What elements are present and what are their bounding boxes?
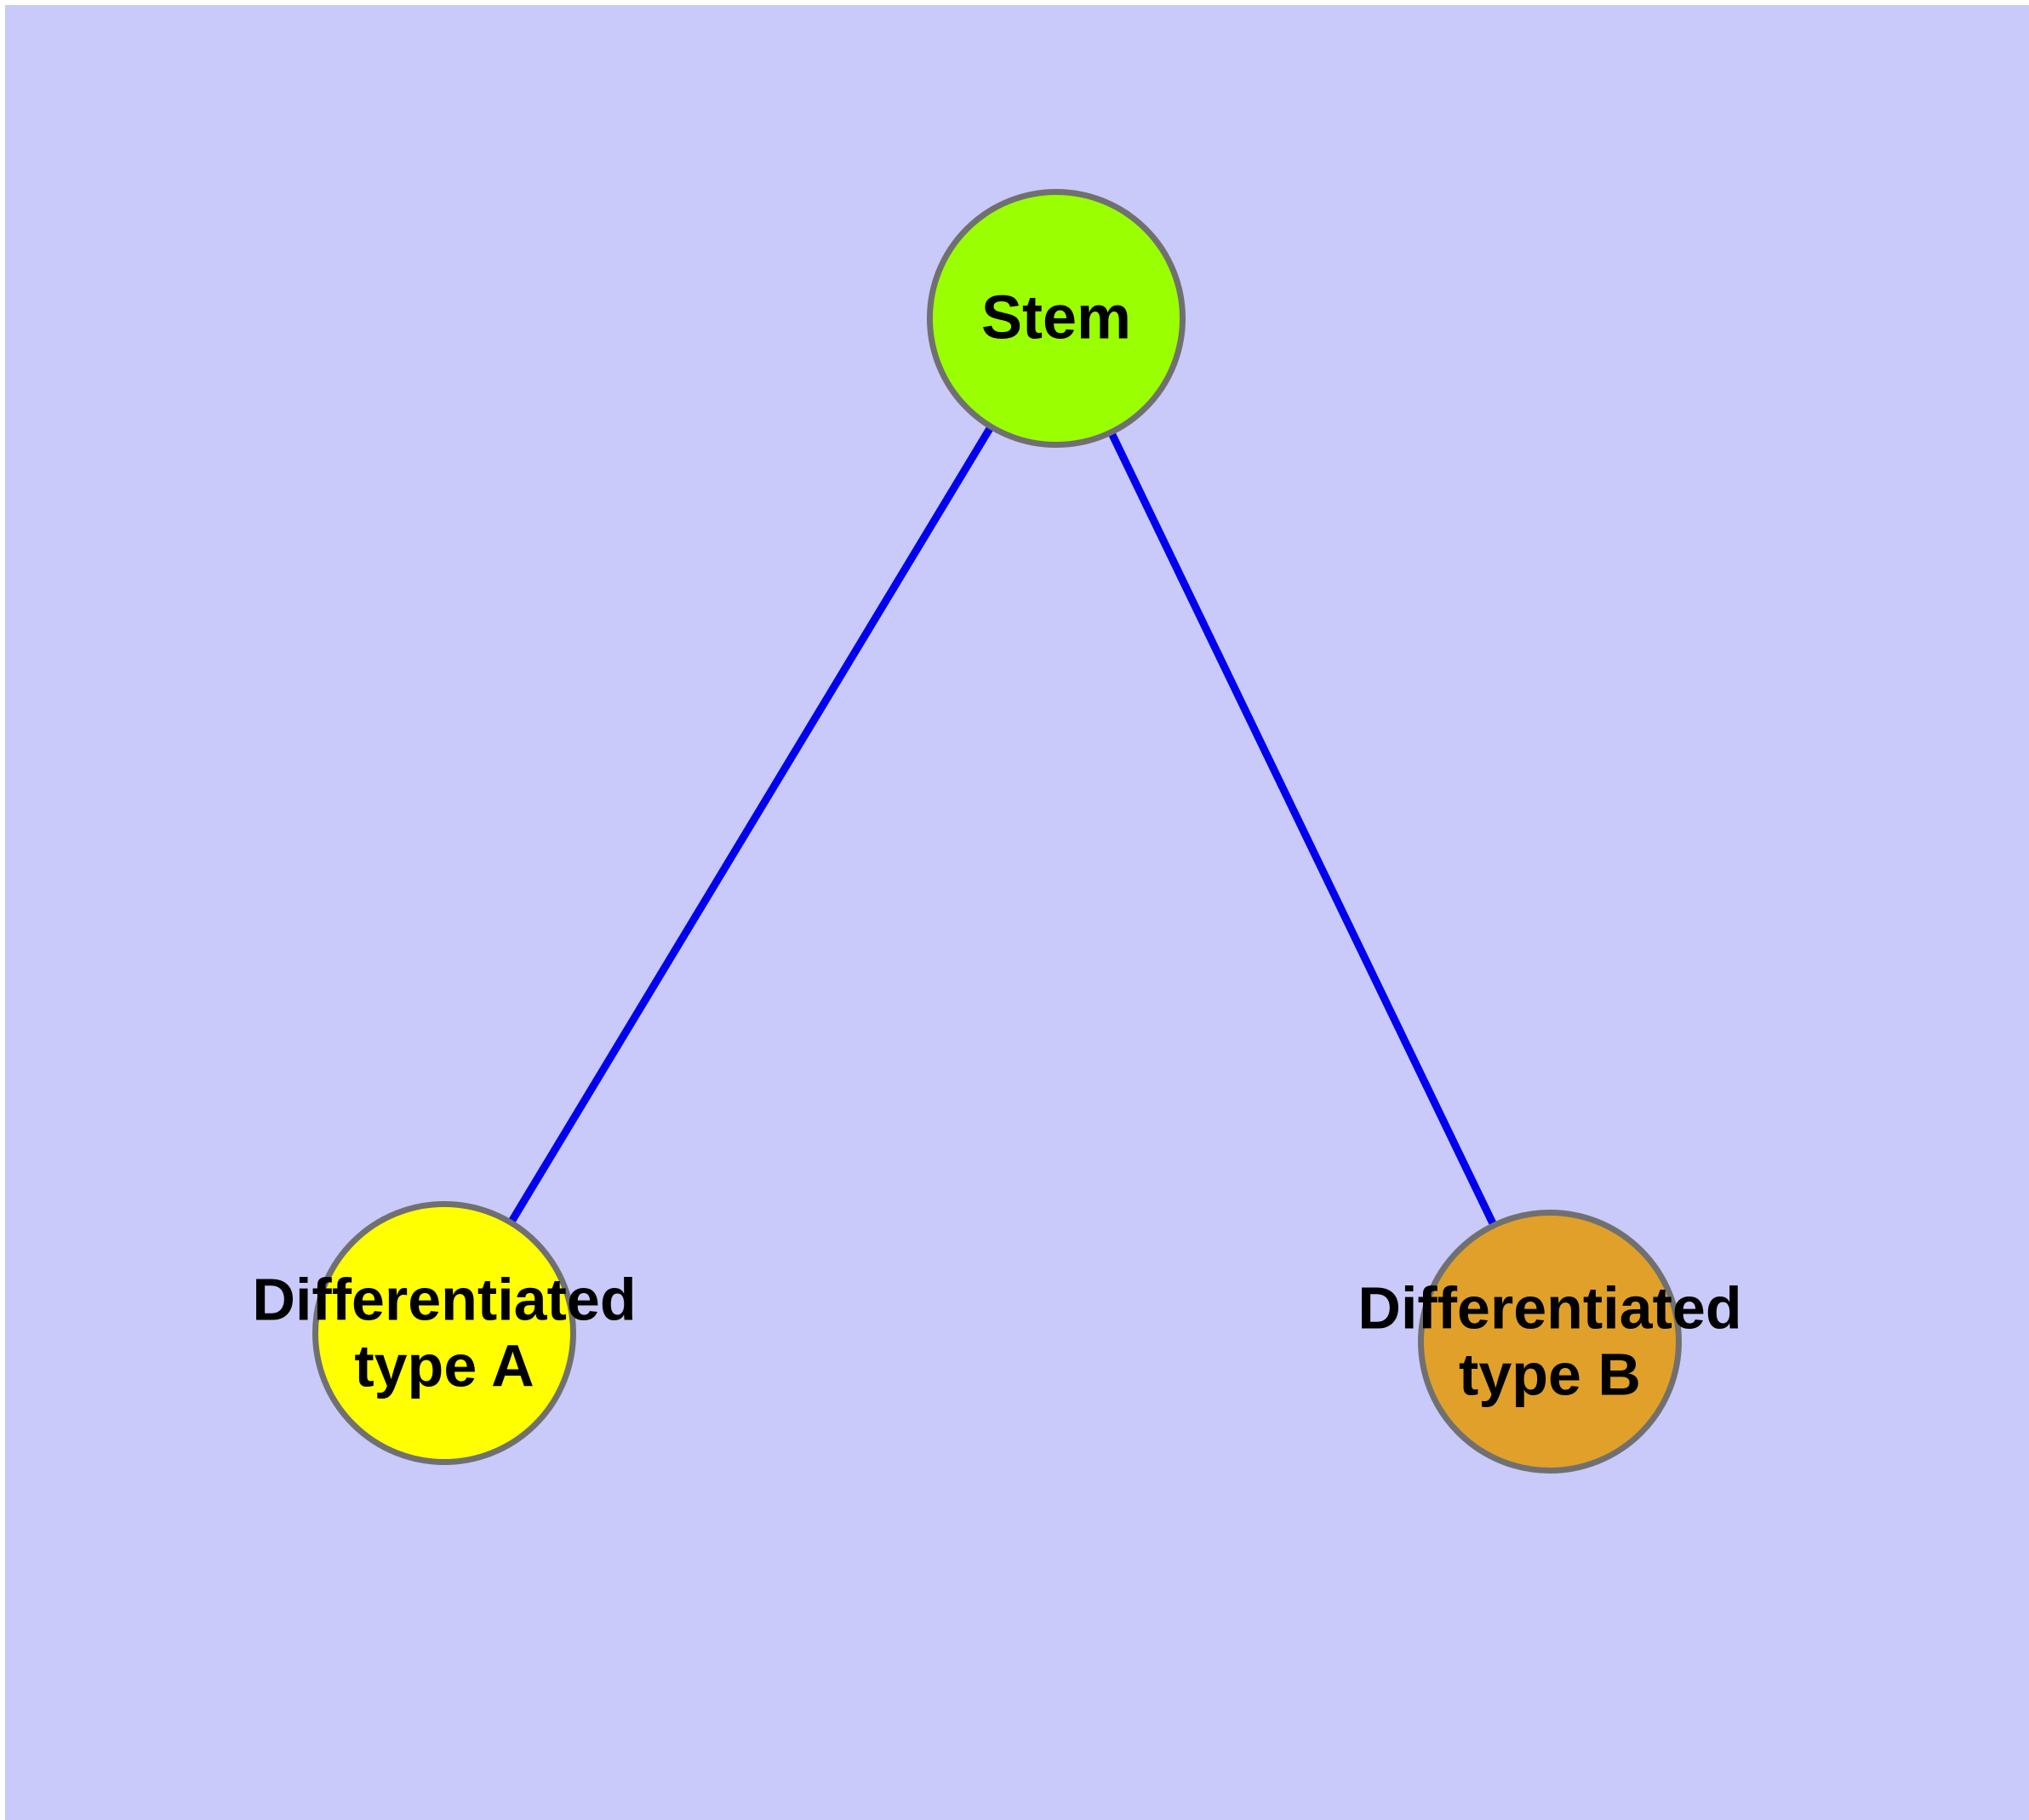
edges-layer <box>502 416 1501 1235</box>
node-circle-diff_b[interactable] <box>1418 1210 1682 1474</box>
edge-stem-diff-b[interactable] <box>1103 422 1501 1235</box>
nodes-layer <box>312 189 1682 1474</box>
node-circle-stem[interactable] <box>927 189 1186 448</box>
node-circle-diff_a[interactable] <box>312 1201 576 1465</box>
edge-stem-diff-a[interactable] <box>502 416 999 1233</box>
